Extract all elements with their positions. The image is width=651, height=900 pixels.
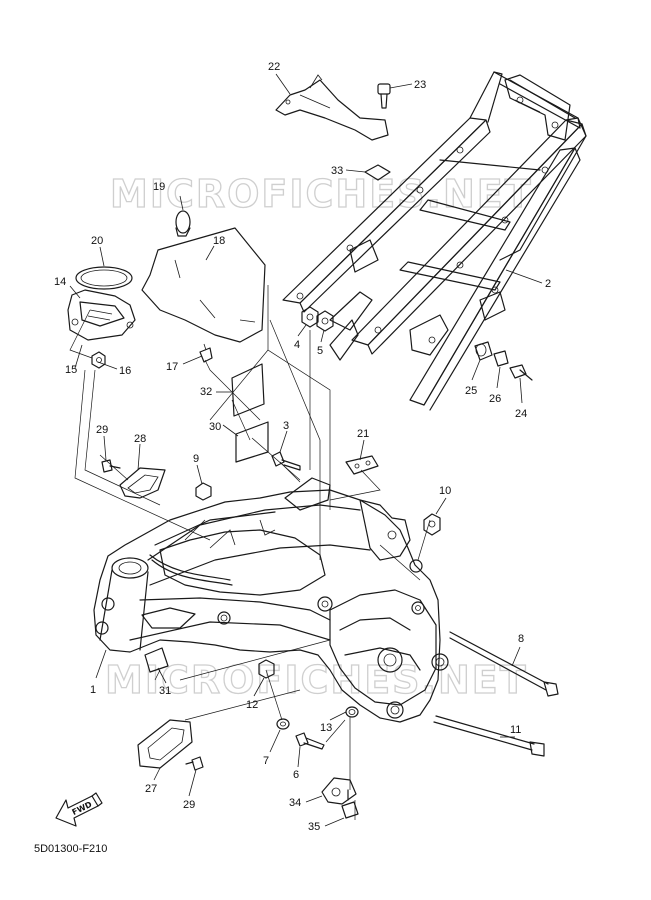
bolt-6	[295, 732, 325, 750]
watermark-bottom: MICROFICHES.NET	[105, 658, 528, 702]
main-frame	[93, 477, 449, 723]
diagram-code: 5D01300-F210	[34, 843, 107, 855]
collar-25	[474, 341, 493, 361]
label-sticker-33	[364, 164, 391, 181]
bolt-3	[271, 451, 301, 471]
callout-29-top: 29	[96, 424, 108, 436]
callout-17: 17	[166, 361, 178, 373]
callout-32: 32	[200, 386, 212, 398]
callout-9: 9	[193, 453, 199, 465]
callout-12: 12	[246, 699, 258, 711]
callout-16: 16	[119, 365, 131, 377]
callout-28: 28	[134, 433, 146, 445]
fwd-arrow-icon: FWD	[55, 792, 103, 827]
callout-labels: 1 2 3 4 5 6 7 8 9 10 11 12 13 14 15 16 1…	[54, 61, 551, 833]
washer-7	[276, 718, 290, 730]
cover-18	[141, 227, 266, 343]
sticker-31	[144, 647, 169, 673]
bolt-35	[341, 789, 359, 819]
nut-5	[316, 310, 334, 332]
callout-30: 30	[209, 421, 221, 433]
callout-22: 22	[268, 61, 280, 73]
clamp-19	[175, 210, 191, 237]
callout-24: 24	[515, 408, 527, 420]
callout-15: 15	[65, 364, 77, 376]
callout-23: 23	[414, 79, 426, 91]
headlight-bracket-14	[67, 289, 136, 341]
rear-subframe	[282, 71, 587, 411]
callout-4: 4	[294, 339, 300, 351]
callout-18: 18	[213, 235, 225, 247]
nut-12	[258, 659, 275, 679]
callout-3: 3	[283, 420, 289, 432]
screw-29-bottom	[185, 756, 204, 771]
bolt-23	[377, 83, 391, 109]
plate-27	[137, 719, 193, 769]
callout-7: 7	[263, 755, 269, 767]
bracket-34	[321, 777, 357, 805]
collar-13	[345, 706, 359, 718]
watermark-top: MICROFICHES.NET	[110, 172, 533, 216]
pivot-bolt-8	[449, 631, 559, 697]
callout-14: 14	[54, 276, 66, 288]
callout-29-bottom: 29	[183, 799, 195, 811]
guide-lines	[69, 73, 543, 827]
callout-1: 1	[90, 684, 96, 696]
callout-34: 34	[289, 797, 301, 809]
spacer-26	[493, 350, 509, 367]
callout-5: 5	[317, 345, 323, 357]
nut-9	[195, 482, 212, 501]
screw-29-top	[101, 459, 121, 473]
callout-31: 31	[159, 685, 171, 697]
clip-17	[199, 343, 213, 363]
callout-27: 27	[145, 783, 157, 795]
callout-20: 20	[91, 235, 103, 247]
callout-21: 21	[357, 428, 369, 440]
callout-35: 35	[308, 821, 320, 833]
engine-bolt-11	[433, 715, 545, 757]
sheet-30	[235, 421, 269, 463]
callout-2: 2	[545, 278, 551, 290]
guard-plate-28	[119, 467, 166, 499]
callout-19: 19	[153, 181, 165, 193]
callout-33: 33	[331, 165, 343, 177]
callout-25: 25	[465, 385, 477, 397]
callout-11: 11	[510, 724, 521, 736]
bolt-24	[509, 364, 533, 381]
bracket-plate-22	[275, 74, 389, 141]
ring-gasket-20	[75, 266, 133, 290]
bracket-21	[345, 455, 379, 475]
callout-6: 6	[293, 769, 299, 781]
callout-8: 8	[518, 633, 524, 645]
callout-10: 10	[439, 485, 451, 497]
nut-4	[301, 306, 319, 328]
callout-26: 26	[489, 393, 501, 405]
nut-16	[91, 351, 106, 369]
callout-13: 13	[320, 722, 332, 734]
